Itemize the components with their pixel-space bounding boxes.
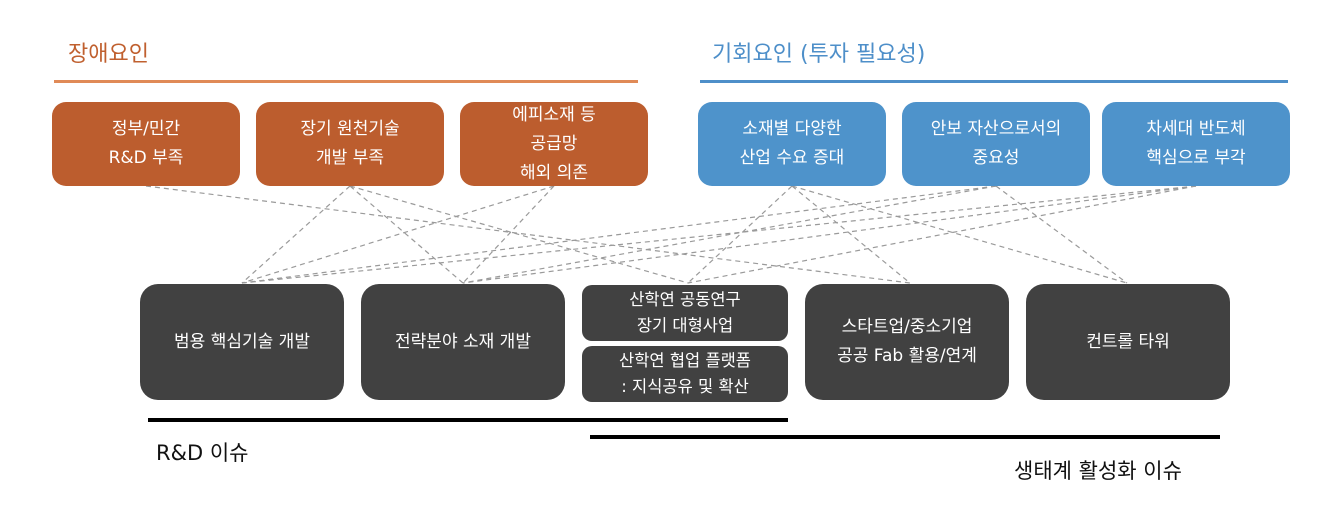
opportunity-box-industry-demand: 소재별 다양한 산업 수요 증대 bbox=[698, 102, 886, 186]
barrier-box-line: 개발 부족 bbox=[316, 148, 384, 168]
barrier-divider bbox=[54, 80, 638, 83]
opportunity-box-line: 안보 자산으로서의 bbox=[930, 119, 1062, 139]
action-box-startup-fab: 스타트업/중소기업 공공 Fab 활용/연계 bbox=[805, 284, 1009, 400]
action-box-control-tower: 컨트롤 타워 bbox=[1026, 284, 1230, 400]
opportunity-heading: 기회요인 (투자 필요성) bbox=[712, 42, 926, 67]
opportunity-box-line: 차세대 반도체 bbox=[1146, 119, 1246, 139]
barrier-box-line: 정부/민간 bbox=[111, 119, 181, 139]
barrier-box-line: 장기 원천기술 bbox=[300, 119, 400, 139]
barrier-box-long-term-tech: 장기 원천기술 개발 부족 bbox=[256, 102, 444, 186]
action-box-line: 전략분야 소재 개발 bbox=[395, 331, 531, 352]
rd-issue-label: R&D 이슈 bbox=[156, 441, 249, 465]
action-box-line: 스타트업/중소기업 bbox=[841, 317, 973, 337]
barrier-box-rd-shortage: 정부/민간 R&D 부족 bbox=[52, 102, 240, 186]
barrier-box-supply-chain: 에피소재 등 공급망 해외 의존 bbox=[460, 102, 648, 186]
action-box-strategic-materials: 전략분야 소재 개발 bbox=[361, 284, 565, 400]
opportunity-divider bbox=[700, 80, 1288, 83]
action-box-joint-research: 산학연 공동연구 장기 대형사업 bbox=[582, 285, 788, 341]
action-box-line: 장기 대형사업 bbox=[636, 316, 734, 335]
action-box-line: 범용 핵심기술 개발 bbox=[174, 331, 310, 352]
action-box-collaboration-platform: 산학연 협업 플랫폼 : 지식공유 및 확산 bbox=[582, 346, 788, 402]
action-box-line: 산학연 협업 플랫폼 bbox=[619, 351, 751, 370]
opportunity-box-line: 소재별 다양한 bbox=[742, 119, 842, 139]
opportunity-box-line: 산업 수요 증대 bbox=[739, 148, 845, 168]
opportunity-box-line: 중요성 bbox=[972, 148, 1020, 168]
action-box-general-core-tech: 범용 핵심기술 개발 bbox=[140, 284, 344, 400]
action-box-line: : 지식공유 및 확산 bbox=[621, 377, 749, 396]
barrier-heading: 장애요인 bbox=[68, 42, 149, 67]
barrier-box-line: 공급망 bbox=[530, 133, 578, 154]
opportunity-box-next-gen-semiconductor: 차세대 반도체 핵심으로 부각 bbox=[1102, 102, 1290, 186]
action-box-line: 공공 Fab 활용/연계 bbox=[837, 346, 977, 366]
barrier-box-line: 에피소재 등 bbox=[512, 104, 596, 125]
rd-issue-bar bbox=[148, 418, 788, 422]
action-box-line: 산학연 공동연구 bbox=[629, 290, 741, 309]
action-box-line: 컨트롤 타워 bbox=[1086, 331, 1170, 352]
opportunity-box-line: 핵심으로 부각 bbox=[1146, 148, 1246, 168]
ecosystem-issue-label: 생태계 활성화 이슈 bbox=[1014, 459, 1182, 483]
barrier-box-line: R&D 부족 bbox=[108, 148, 184, 168]
barrier-box-line: 해외 의존 bbox=[520, 162, 588, 183]
opportunity-box-security-asset: 안보 자산으로서의 중요성 bbox=[902, 102, 1090, 186]
ecosystem-issue-bar bbox=[590, 435, 1220, 439]
